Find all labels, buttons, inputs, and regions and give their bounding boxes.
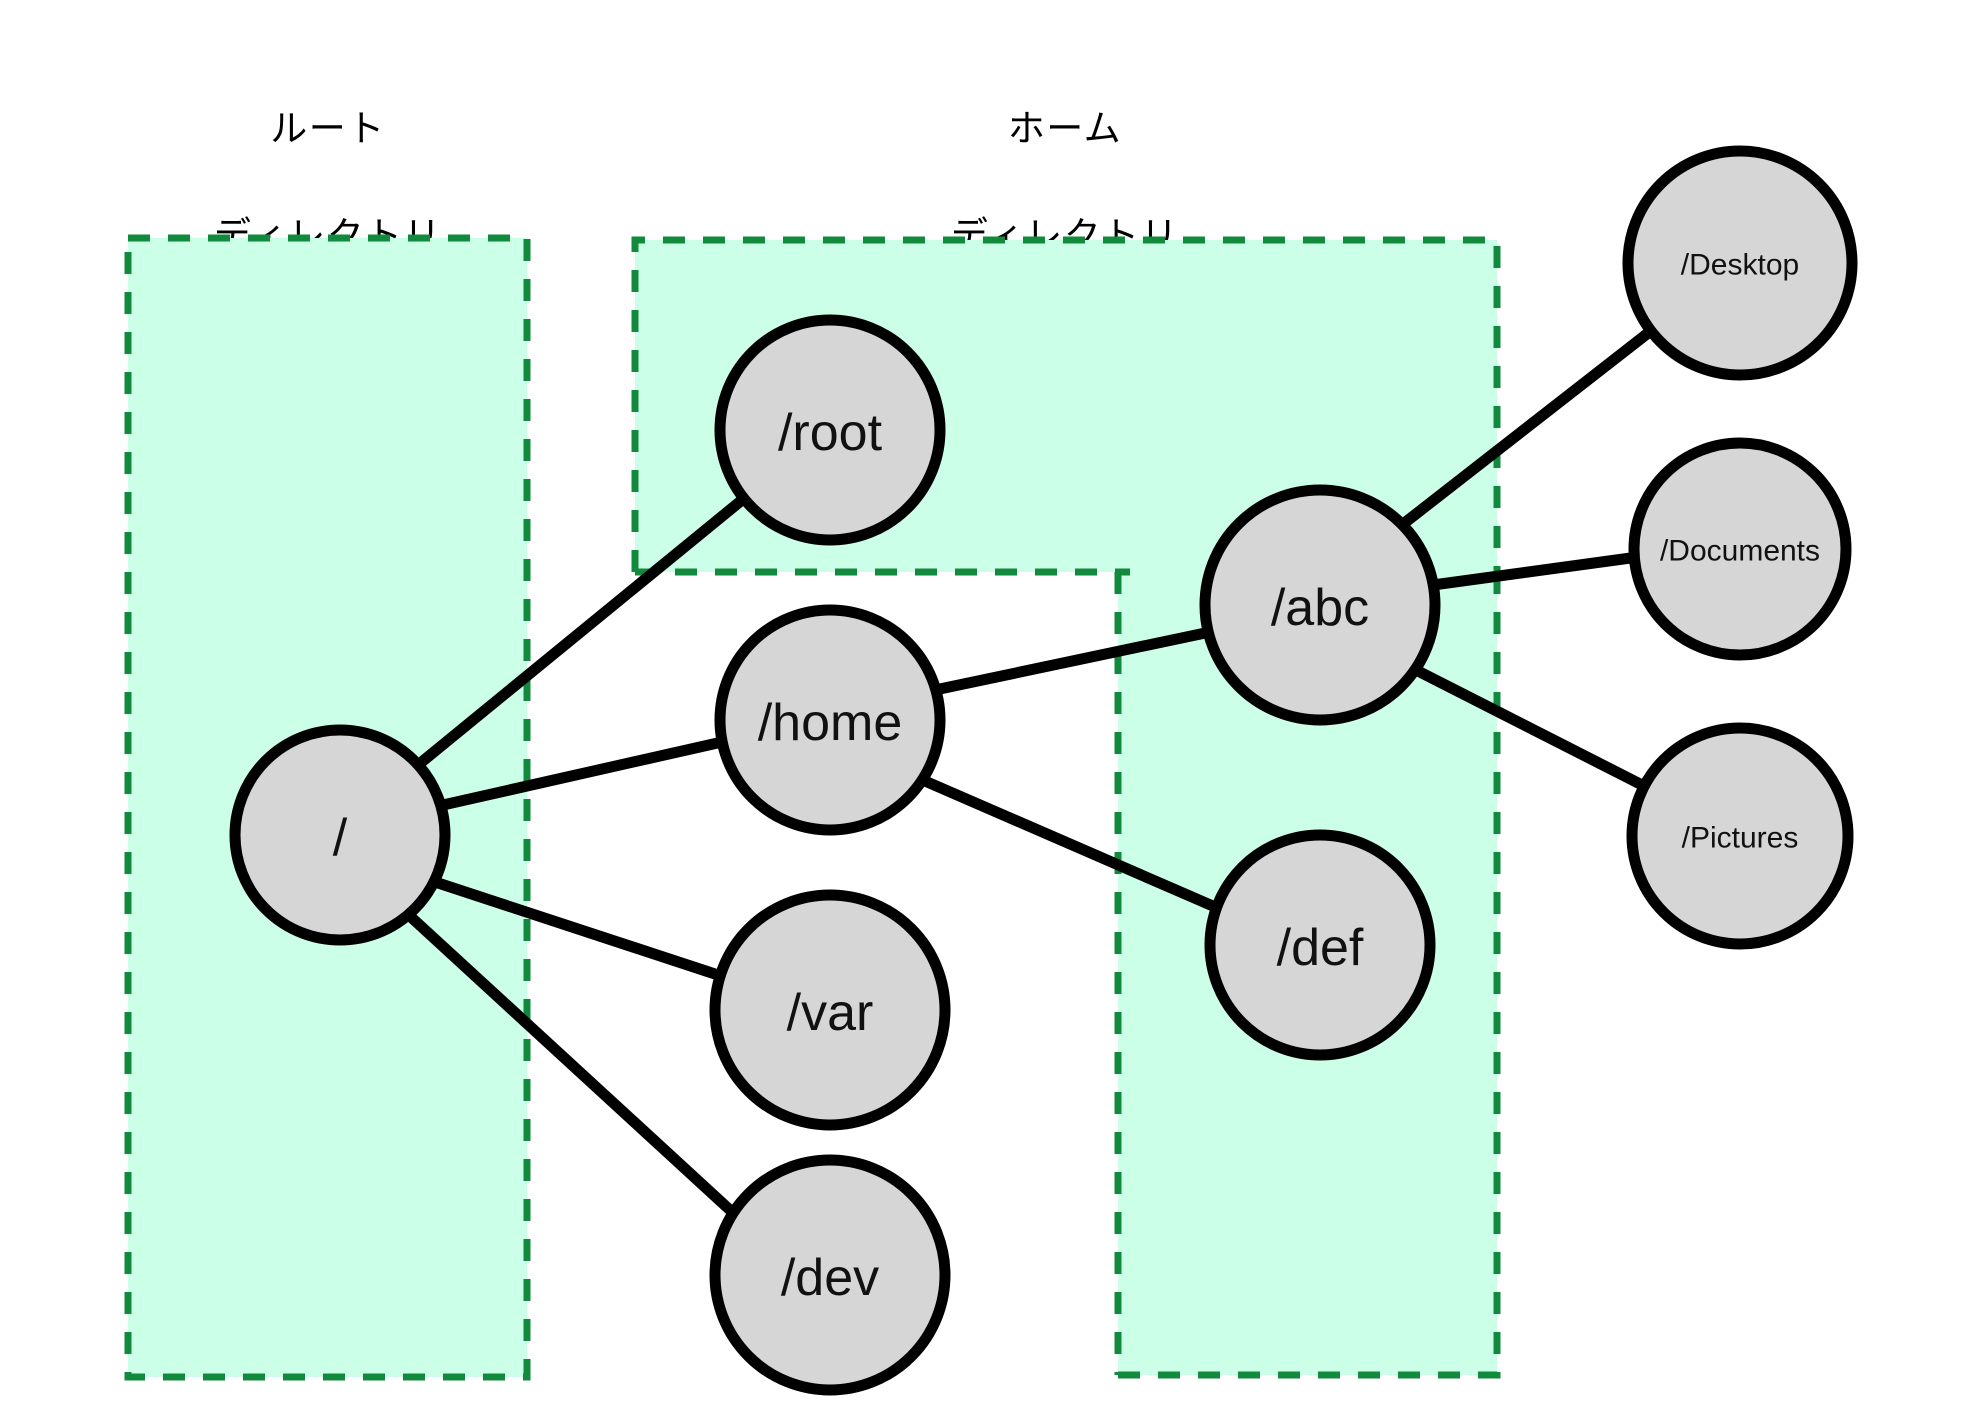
node-root-circle[interactable] bbox=[229, 724, 451, 946]
edge-root-to-home bbox=[437, 736, 728, 811]
node-def[interactable]: /def bbox=[1204, 829, 1436, 1061]
tree-nodes: / /root /home /var /dev /abc bbox=[229, 145, 1858, 1396]
edge-root-to-var bbox=[429, 876, 724, 981]
edge-home-to-abc bbox=[929, 626, 1216, 696]
node-root-dir-circle[interactable] bbox=[714, 314, 946, 546]
node-abc-circle[interactable] bbox=[1199, 484, 1441, 726]
node-pictures-label: /Pictures bbox=[1682, 822, 1799, 855]
node-var-circle[interactable] bbox=[709, 889, 951, 1131]
edge-home-to-def bbox=[912, 772, 1228, 916]
edge-root-to-rootdir bbox=[412, 494, 748, 771]
edge-root-to-dev bbox=[406, 912, 736, 1216]
node-home[interactable]: /home bbox=[714, 604, 946, 836]
node-documents-label: /Documents bbox=[1660, 535, 1820, 568]
node-root[interactable]: / bbox=[229, 724, 451, 946]
node-root-dir-label: /root bbox=[778, 404, 883, 462]
node-abc-label: /abc bbox=[1271, 579, 1369, 637]
node-desktop[interactable]: /Desktop bbox=[1622, 145, 1858, 381]
node-dev[interactable]: /dev bbox=[709, 1154, 951, 1396]
node-pictures-circle[interactable] bbox=[1626, 722, 1854, 950]
edge-abc-to-pictures bbox=[1406, 662, 1654, 794]
node-home-label: /home bbox=[758, 694, 903, 752]
node-dev-label: /dev bbox=[781, 1249, 879, 1307]
node-home-circle[interactable] bbox=[714, 604, 946, 836]
region-border-home-directory-right bbox=[1118, 572, 1501, 1379]
node-def-label: /def bbox=[1277, 919, 1364, 977]
tree-edges bbox=[406, 324, 1658, 1216]
node-var[interactable]: /var bbox=[709, 889, 951, 1131]
region-border-home-directory-top bbox=[631, 236, 1501, 572]
node-var-label: /var bbox=[787, 984, 874, 1042]
node-desktop-circle[interactable] bbox=[1622, 145, 1858, 381]
edge-abc-to-desktop bbox=[1392, 324, 1658, 534]
node-documents-circle[interactable] bbox=[1628, 437, 1852, 661]
node-def-circle[interactable] bbox=[1204, 829, 1436, 1061]
node-root-dir[interactable]: /root bbox=[714, 314, 946, 546]
edge-abc-to-documents bbox=[1427, 551, 1644, 591]
region-borders bbox=[124, 234, 1501, 1381]
node-abc[interactable]: /abc bbox=[1199, 484, 1441, 726]
region-border-root-directory bbox=[124, 234, 531, 1381]
node-documents[interactable]: /Documents bbox=[1628, 437, 1852, 661]
node-dev-circle[interactable] bbox=[709, 1154, 951, 1396]
node-root-label: / bbox=[333, 809, 348, 867]
node-pictures[interactable]: /Pictures bbox=[1626, 722, 1854, 950]
node-desktop-label: /Desktop bbox=[1681, 249, 1799, 282]
